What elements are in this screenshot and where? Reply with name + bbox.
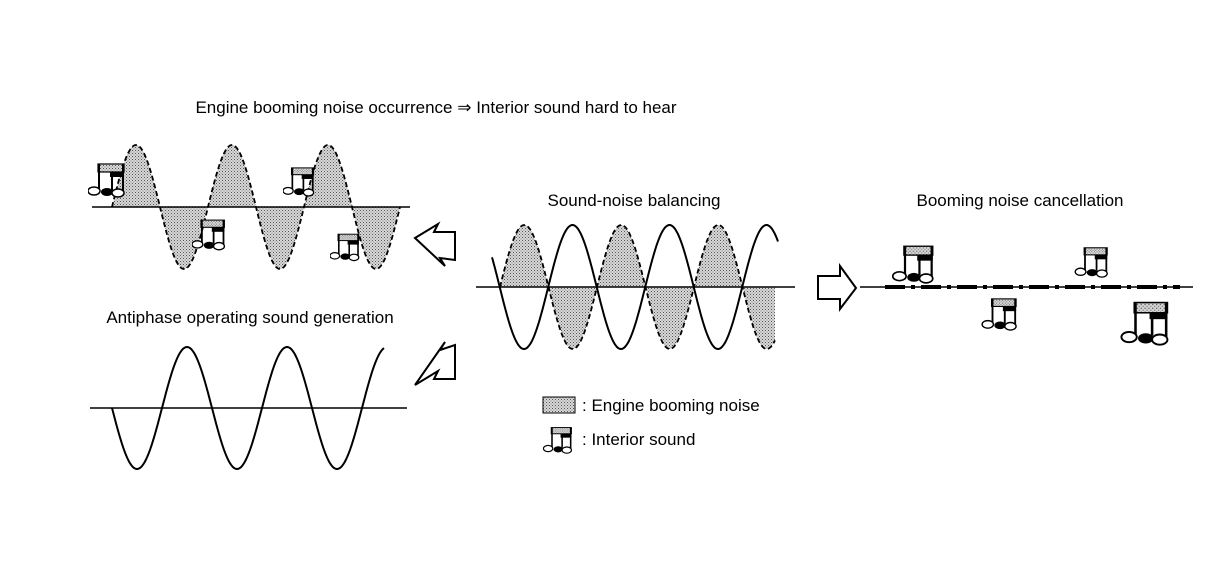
legend-label-interior-sound: : Interior sound (582, 430, 696, 449)
booming-panel-title: Engine booming noise occurrence ⇒ Interi… (195, 98, 677, 117)
arrow-to-balancing-bottom (414, 341, 456, 386)
balancing-panel-title: Sound-noise balancing (547, 191, 721, 210)
antiphase-panel-title: Antiphase operating sound generation (106, 308, 394, 327)
music-note-icon (1074, 246, 1109, 278)
antiphase-sound-wave (491, 224, 779, 351)
arrow-to-cancellation (817, 262, 858, 312)
arrow-to-balancing-top (413, 221, 456, 267)
balancing-panel (476, 224, 795, 351)
music-note-icon (891, 244, 935, 284)
music-note-icon (1119, 301, 1169, 346)
legend-label-engine-noise: : Engine booming noise (582, 396, 760, 415)
noise-outline (499, 224, 776, 350)
antiphase-sound-wave (111, 345, 385, 471)
legend (542, 396, 576, 454)
music-note-icon (980, 297, 1018, 331)
booming-noise-panel (88, 144, 410, 270)
music-note-icon (283, 167, 315, 197)
hatched-swatch (542, 396, 576, 414)
antiphase-panel (90, 345, 407, 471)
cancellation-panel (860, 244, 1193, 346)
cancellation-panel-title: Booming noise cancellation (916, 191, 1124, 210)
music-note-icon (542, 426, 573, 454)
music-note-icon (330, 233, 360, 262)
